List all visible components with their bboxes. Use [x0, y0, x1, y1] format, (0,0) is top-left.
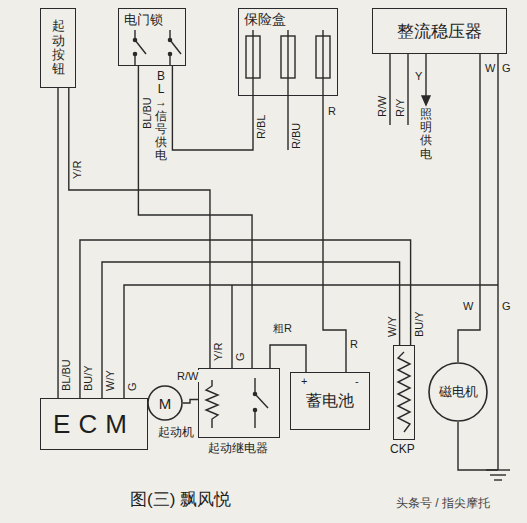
- component-circle: 磁电机: [428, 362, 488, 422]
- component-box: 起动继电器: [198, 368, 280, 438]
- fuse-symbols: [252, 30, 253, 96]
- ignition-switch-contacts: [133, 30, 181, 66]
- wire-connector: [183, 400, 198, 404]
- wire-connector: [69, 88, 210, 368]
- component-name: CKP: [389, 442, 416, 456]
- component-box: ECM: [40, 398, 148, 450]
- ground-wires: [124, 54, 510, 480]
- wire-label: G: [126, 381, 138, 392]
- wire-connector: [57, 88, 58, 398]
- ground-wires: [490, 474, 506, 475]
- wire-label: BL→信号供电: [155, 70, 167, 162]
- wire-label: BU/Y: [413, 310, 425, 338]
- relay-coil-and-contact: [254, 410, 255, 428]
- component-box: 整流稳压器: [372, 8, 507, 54]
- component-label: M: [158, 395, 173, 412]
- relay-coil-and-contact: [206, 378, 268, 428]
- wire-connector: [323, 96, 346, 372]
- ground-wires: [124, 285, 498, 398]
- circle-outline: [148, 386, 182, 420]
- wire-label: R/W: [176, 370, 199, 382]
- component-box: 电门锁: [118, 8, 186, 66]
- ground-wires: [231, 285, 232, 368]
- wire-label: G: [501, 300, 512, 312]
- wire-label: R/W: [376, 95, 388, 118]
- wire-label: W/Y: [104, 369, 116, 392]
- wire-connector: [458, 54, 480, 362]
- regulator-output-wires: [407, 54, 408, 125]
- wire-label: BU/Y: [82, 364, 94, 392]
- component-name: 起动机: [157, 424, 195, 441]
- wire-label: R: [327, 105, 337, 117]
- wire-label: BL/BU: [60, 358, 72, 392]
- ignition-switch-contacts: [133, 52, 136, 55]
- wire-label: -: [354, 375, 360, 387]
- ignition-switch-contacts: [133, 38, 136, 41]
- ignition-switch-contacts: [135, 40, 146, 54]
- component-name: 保险盒: [243, 11, 287, 29]
- regulator-output-wires: [422, 96, 430, 105]
- relay-coil-and-contact: [254, 378, 255, 394]
- wire-label: 照明供电: [420, 108, 432, 161]
- wire-connector: [138, 66, 252, 368]
- fuse-symbols: [287, 96, 288, 150]
- wire-label: Y: [414, 70, 423, 82]
- wire-connector: [172, 66, 253, 150]
- wire-connector: [102, 262, 400, 398]
- wire-label: R/BU: [290, 122, 302, 150]
- wire-label: BL/BU: [141, 96, 153, 130]
- circle-outline: [429, 363, 487, 421]
- ignition-switch-contacts: [170, 40, 181, 54]
- component-label: 起动按钮: [52, 19, 65, 76]
- wire-label: R/Y: [394, 98, 406, 118]
- component-box: 起动按钮: [40, 8, 76, 88]
- wire-label: W: [484, 62, 496, 74]
- relay-coil-and-contact: [253, 392, 256, 395]
- component-circle: M起动机: [147, 385, 183, 421]
- ground-wires: [486, 469, 510, 470]
- relay-coil-and-contact: [255, 394, 268, 408]
- wire-label: R: [349, 338, 359, 350]
- ckp-coil: [398, 352, 410, 432]
- wire-label: +: [300, 375, 308, 387]
- ckp-coil: [398, 352, 410, 432]
- wire-label: R/BL: [255, 114, 267, 140]
- wire-label: 粗R: [272, 322, 293, 334]
- component-box: 保险盒: [238, 8, 338, 96]
- wire-label: Y/R: [212, 342, 224, 362]
- wire-label: W: [462, 300, 474, 312]
- wire-label: G: [501, 62, 512, 74]
- component-name: 电门锁: [123, 11, 164, 29]
- wire-label: G: [234, 351, 246, 362]
- regulator-output-wires: [389, 54, 390, 125]
- ignition-switch-contacts: [168, 52, 171, 55]
- fuse-symbols: [322, 30, 323, 96]
- component-label: 整流稳压器: [396, 20, 483, 43]
- ground-wires: [458, 422, 498, 470]
- relay-coil-and-contact: [206, 380, 218, 428]
- component-box: CKP: [393, 345, 415, 440]
- watermark: 头条号 / 指尖摩托: [395, 497, 491, 509]
- ground-wires: [497, 54, 498, 470]
- component-label: ECM: [52, 409, 136, 440]
- fuse-symbols: [246, 30, 330, 150]
- wire-label: W/Y: [386, 315, 398, 338]
- component-label: 磁电机: [438, 383, 479, 401]
- ground-wires: [494, 479, 502, 480]
- wire-label: Y/R: [71, 160, 83, 180]
- wire-connector: [80, 240, 411, 398]
- regulator-output-wires: [425, 54, 426, 100]
- relay-coil-and-contact: [253, 408, 256, 411]
- figure-caption: 图(三) 飘风悦: [130, 488, 231, 511]
- ignition-switch-contacts: [168, 38, 171, 41]
- component-name: 起动继电器: [207, 440, 269, 457]
- component-label: 蓄电池: [305, 391, 355, 412]
- fuse-symbols: [287, 30, 288, 96]
